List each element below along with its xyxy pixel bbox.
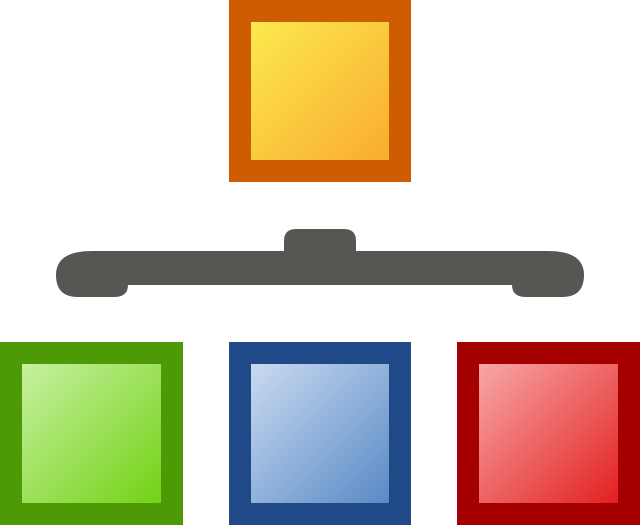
parent-node xyxy=(229,0,411,182)
child-node-center xyxy=(229,342,411,525)
child-node-right xyxy=(457,342,640,525)
child-node-center-fill xyxy=(251,364,389,503)
child-node-left-fill xyxy=(22,364,161,503)
child-node-left xyxy=(0,342,183,525)
child-node-right-fill xyxy=(479,364,618,503)
connector-bar xyxy=(56,229,584,297)
parent-node-fill xyxy=(251,22,389,160)
